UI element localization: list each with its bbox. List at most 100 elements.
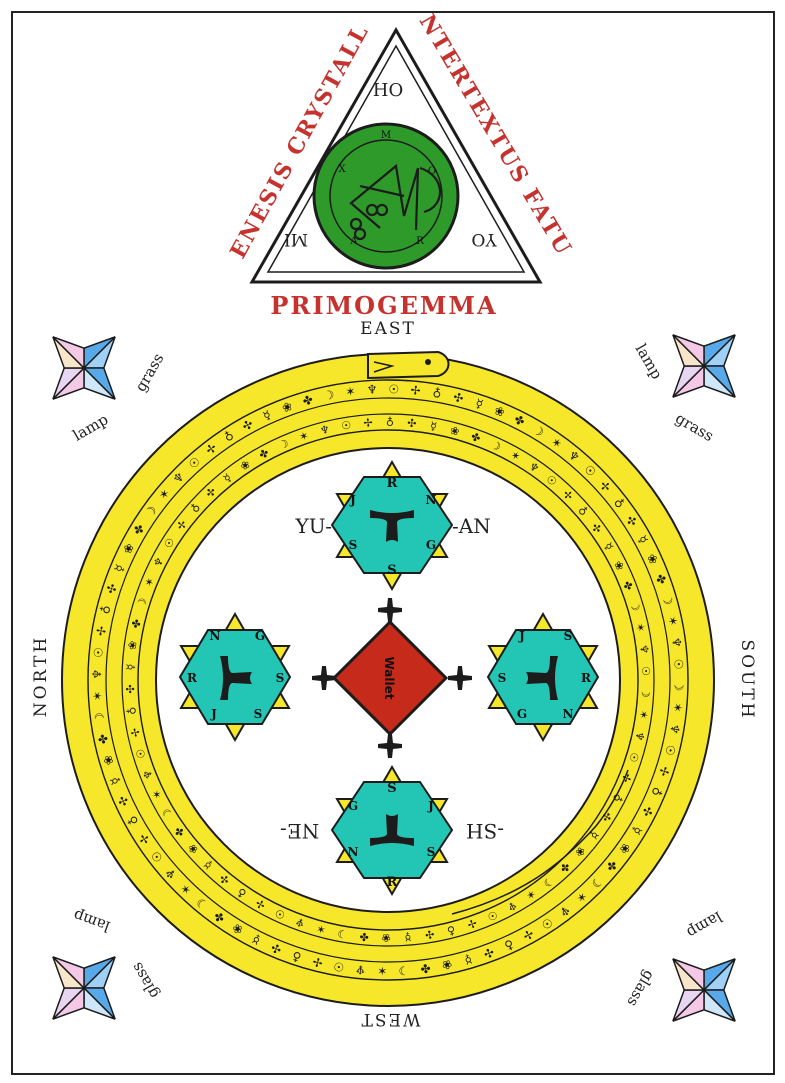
- crystal-star-icon: [672, 334, 736, 398]
- serpent-glyph-icon: ✢: [410, 383, 421, 398]
- serpent-glyph-icon: ✶: [298, 429, 311, 444]
- serpent-glyph-icon: ♆: [293, 914, 307, 930]
- serpent-glyph-icon: ♆: [667, 723, 683, 736]
- hexagram-bottom-letter-2: J: [427, 799, 434, 813]
- seal-letter-left: X: [338, 164, 346, 175]
- crystal-top-right: [672, 334, 736, 398]
- serpent-glyph-icon: ✤: [653, 572, 670, 586]
- hexagram-right-letter-3: R: [581, 671, 592, 685]
- serpent-glyph-icon: ☽: [672, 680, 686, 691]
- tau-cross-icon: [220, 656, 252, 700]
- serpent-glyph-icon: ☉: [671, 658, 686, 670]
- hexagram-bottom-letter-5: N: [348, 845, 359, 859]
- seal-base-text: PRIMOGEMMA: [270, 291, 497, 320]
- hexagram-top-letter-6: J: [349, 493, 356, 507]
- serpent-glyph-icon: ❀: [492, 403, 507, 420]
- serpent-glyph-icon: ☉: [91, 647, 106, 659]
- serpent-glyph-icon: ☽: [659, 593, 675, 607]
- serpent-glyph-icon: ♆: [366, 382, 378, 397]
- serpent-glyph-icon: ❀: [126, 640, 140, 651]
- serpent-glyph-icon: ☿: [429, 419, 438, 433]
- serpent-glyph-icon: ☉: [626, 751, 641, 764]
- serpent-glyph-icon: ☉: [388, 382, 399, 396]
- seal-letter-top: M: [381, 130, 391, 141]
- serpent-glyph-icon: ❀: [441, 957, 454, 973]
- hexagram-left-letter-6: R: [187, 671, 198, 685]
- serpent-glyph-icon: ✶: [90, 690, 105, 701]
- serpent-glyph-icon: ✤: [301, 392, 315, 408]
- serpent-ring-band-line-3: [121, 413, 655, 947]
- serpent-glyph-icon: ♁: [290, 948, 303, 964]
- hexagram-right-letter-6: S: [564, 629, 573, 643]
- serpent-glyph-icon: ✢: [619, 771, 635, 784]
- serpent-glyph-icon: ♁: [386, 416, 394, 429]
- serpent-glyph-icon: ♆: [140, 767, 156, 781]
- hexagram-left-letter-5: J: [210, 707, 217, 721]
- serpent-glyph-icon: ✶: [377, 964, 387, 978]
- serpent-glyph-icon: ✤: [620, 579, 635, 592]
- seal-letter-bottom-right: R: [416, 236, 424, 247]
- serpent-glyph-icon: ✢: [363, 416, 373, 430]
- serpent-glyph-icon: ☿: [107, 775, 123, 787]
- seal-left-label: MI: [284, 229, 308, 249]
- hexagram-left-letter-4: S: [254, 707, 263, 721]
- direction-north: NORTH: [31, 635, 51, 717]
- serpent-glyph-icon: ✣: [269, 940, 284, 957]
- serpent-ring-band-line-4: [137, 429, 639, 931]
- serpent-glyph-icon: ✢: [94, 625, 109, 637]
- seal-letter-bottom-left: A: [349, 236, 358, 247]
- crystal-top-left: [52, 336, 116, 400]
- seal-green-disc: [312, 122, 460, 270]
- serpent-glyph-icon: ✶: [345, 384, 357, 399]
- serpent-glyph-icon: ☉: [639, 666, 652, 676]
- hexagram-bottom-letter-4: R: [387, 875, 398, 890]
- serpent-ring-band-line-2: [105, 397, 671, 963]
- hexagram-top-right-label: -AN: [452, 514, 491, 538]
- serpent-glyph-icon: ♆: [637, 644, 651, 655]
- tau-cross-icon: [370, 510, 414, 542]
- hexagram-left-letter-1: N: [210, 629, 221, 643]
- seal-right-label: YO: [471, 229, 497, 249]
- serpent-glyph-icon: ✣: [424, 927, 435, 941]
- serpent-glyph-icon: ☽: [135, 596, 150, 609]
- serpent-glyph-icon: ♆: [669, 636, 684, 648]
- seal-inner-ring: [329, 139, 443, 253]
- serpent-glyph-icon: ☿: [474, 396, 485, 412]
- serpent-glyph-icon: ✶: [142, 575, 158, 588]
- serpent-head-icon: [367, 350, 450, 380]
- crystal-star-icon: [52, 956, 116, 1020]
- serpent-glyph-icon: ♆: [355, 962, 367, 977]
- serpent-glyph-icon: ✣: [452, 390, 465, 406]
- serpent-glyph-icon: ☿: [404, 930, 412, 943]
- hexagram-top-letter-3: G: [426, 538, 436, 552]
- hexagram-left: N G S S J R: [178, 611, 292, 743]
- hexagram-right-letter-5: G: [517, 707, 527, 721]
- serpent-glyph-icon: ☿: [124, 663, 137, 670]
- serpent-glyph-icon: ☽: [398, 963, 410, 978]
- hexagram-top-letter-2: N: [426, 493, 437, 507]
- serpent-glyph-icon: ✤: [469, 430, 482, 445]
- serpent-glyph-icon: ☉: [662, 743, 678, 757]
- hexagram-right-letter-1: J: [518, 629, 525, 643]
- hexagram-bottom-letter-1: S: [387, 781, 396, 796]
- serpent-glyph-icon: ☿: [463, 952, 474, 967]
- serpent-glyph-icon: ✤: [359, 930, 369, 944]
- serpent-glyph-icon: ✢: [465, 916, 478, 931]
- serpent-tail: [451, 769, 629, 915]
- seal-letter-right: O: [428, 166, 436, 177]
- hexagram-bottom-letter-6: G: [348, 799, 358, 813]
- serpent-glyph-icon: ✣: [104, 582, 120, 596]
- tau-cross-icon: [526, 656, 558, 700]
- serpent-glyph-icon: ☽: [322, 387, 335, 403]
- crystal-facet: [672, 334, 705, 368]
- center-label: Wallet: [382, 656, 396, 699]
- hexagram-left-letter-3: S: [276, 671, 285, 685]
- serpent-glyph-icon: ✣: [407, 417, 417, 431]
- serpent-glyph-icon: ✶: [636, 709, 650, 720]
- serpent-glyph-icon: ❀: [100, 753, 116, 767]
- crystal-facet: [672, 958, 705, 992]
- serpent-glyph-icon: ✤: [95, 733, 111, 746]
- crystal-bottom-left: [52, 956, 116, 1020]
- crystal-star-icon: [672, 958, 736, 1022]
